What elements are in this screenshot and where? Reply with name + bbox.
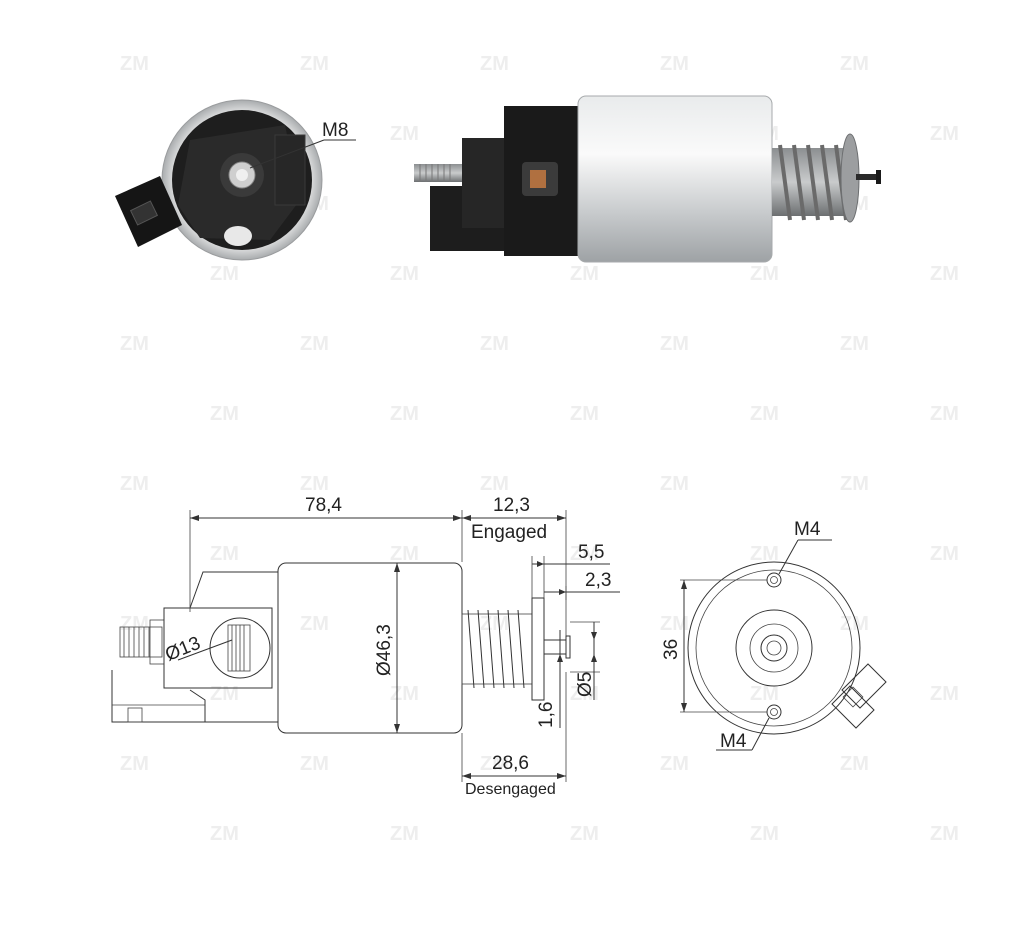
watermark-text: ZM bbox=[930, 543, 959, 565]
watermark-text: ZM bbox=[750, 823, 779, 845]
watermark-text: ZM bbox=[120, 473, 149, 495]
watermark-text: ZM bbox=[840, 753, 869, 775]
watermark-text: ZM bbox=[750, 403, 779, 425]
watermark-text: ZM bbox=[210, 543, 239, 565]
drawing-front-view: 36 M4 M4 bbox=[661, 519, 887, 752]
watermark-text: ZM bbox=[930, 823, 959, 845]
dim-pin-diameter: Ø5 bbox=[575, 672, 596, 697]
label-mount-top: M4 bbox=[794, 519, 821, 540]
watermark-text: ZM bbox=[210, 263, 239, 285]
watermark-text: ZM bbox=[390, 683, 419, 705]
watermark-text: ZM bbox=[570, 683, 599, 705]
watermark-text: ZM bbox=[570, 403, 599, 425]
watermark-text: ZM bbox=[120, 753, 149, 775]
watermark-text: ZM bbox=[390, 123, 419, 145]
watermark-text: ZM bbox=[300, 53, 329, 75]
watermark-text: ZM bbox=[930, 683, 959, 705]
watermark-text: ZM bbox=[390, 403, 419, 425]
dim-mount-spacing: 36 bbox=[661, 639, 682, 660]
drawing-side-view: 78,4 12,3 Engaged 5,5 2,3 Ø13 Ø46,3 bbox=[111, 495, 620, 798]
dim-5-5: 5,5 bbox=[578, 542, 604, 563]
watermark-text: ZM bbox=[300, 613, 329, 635]
photo-end-view: M8 bbox=[115, 99, 356, 261]
watermark-text: ZM bbox=[750, 543, 779, 565]
label-mount-bottom: M4 bbox=[720, 731, 747, 752]
watermark-text: ZM bbox=[120, 53, 149, 75]
watermark-text: ZM bbox=[570, 263, 599, 285]
watermark-text: ZM bbox=[480, 53, 509, 75]
dim-plunger-travel: 12,3 bbox=[493, 495, 530, 516]
photo-side-view bbox=[414, 95, 881, 263]
watermark-text: ZM bbox=[390, 543, 419, 565]
watermark-text: ZM bbox=[660, 333, 689, 355]
watermark-text: ZM bbox=[570, 823, 599, 845]
watermark-text: ZM bbox=[660, 473, 689, 495]
dim-terminal-diameter: Ø13 bbox=[162, 633, 203, 666]
watermark-text: ZM bbox=[750, 263, 779, 285]
watermark-text: ZM bbox=[300, 753, 329, 775]
watermark-text: ZM bbox=[660, 613, 689, 635]
watermark-text: ZM bbox=[390, 823, 419, 845]
watermark-text: ZM bbox=[930, 263, 959, 285]
dim-desengaged-length: 28,6 bbox=[492, 753, 529, 774]
watermark-text: ZM bbox=[480, 613, 509, 635]
thread-label-m8: M8 bbox=[322, 120, 348, 141]
watermark-text: ZM bbox=[210, 823, 239, 845]
dim-1-6: 1,6 bbox=[536, 702, 557, 728]
watermark-text: ZM bbox=[660, 753, 689, 775]
watermark-text: ZM bbox=[210, 683, 239, 705]
dim-2-3: 2,3 bbox=[585, 570, 611, 591]
label-desengaged: Desengaged bbox=[465, 781, 556, 798]
watermark-text: ZM bbox=[750, 683, 779, 705]
watermark-text: ZM bbox=[300, 473, 329, 495]
watermark-text: ZM bbox=[930, 123, 959, 145]
watermark-text: ZM bbox=[120, 613, 149, 635]
dim-overall-length: 78,4 bbox=[305, 495, 342, 516]
dim-body-diameter: Ø46,3 bbox=[374, 624, 395, 676]
watermark-text: ZM bbox=[660, 53, 689, 75]
watermark-text: ZM bbox=[210, 403, 239, 425]
watermark-text: ZM bbox=[480, 333, 509, 355]
watermark-text: ZM bbox=[480, 753, 509, 775]
watermark-text: ZM bbox=[300, 333, 329, 355]
watermark-text: ZM bbox=[570, 543, 599, 565]
watermark-text: ZM bbox=[120, 333, 149, 355]
watermark-text: ZM bbox=[840, 333, 869, 355]
watermark-text: ZM bbox=[840, 53, 869, 75]
watermark-text: ZM bbox=[840, 613, 869, 635]
label-engaged: Engaged bbox=[471, 522, 547, 543]
watermark-text: ZM bbox=[480, 473, 509, 495]
watermark-text: ZM bbox=[840, 473, 869, 495]
watermark-text: ZM bbox=[390, 263, 419, 285]
watermark-text: ZM bbox=[930, 403, 959, 425]
